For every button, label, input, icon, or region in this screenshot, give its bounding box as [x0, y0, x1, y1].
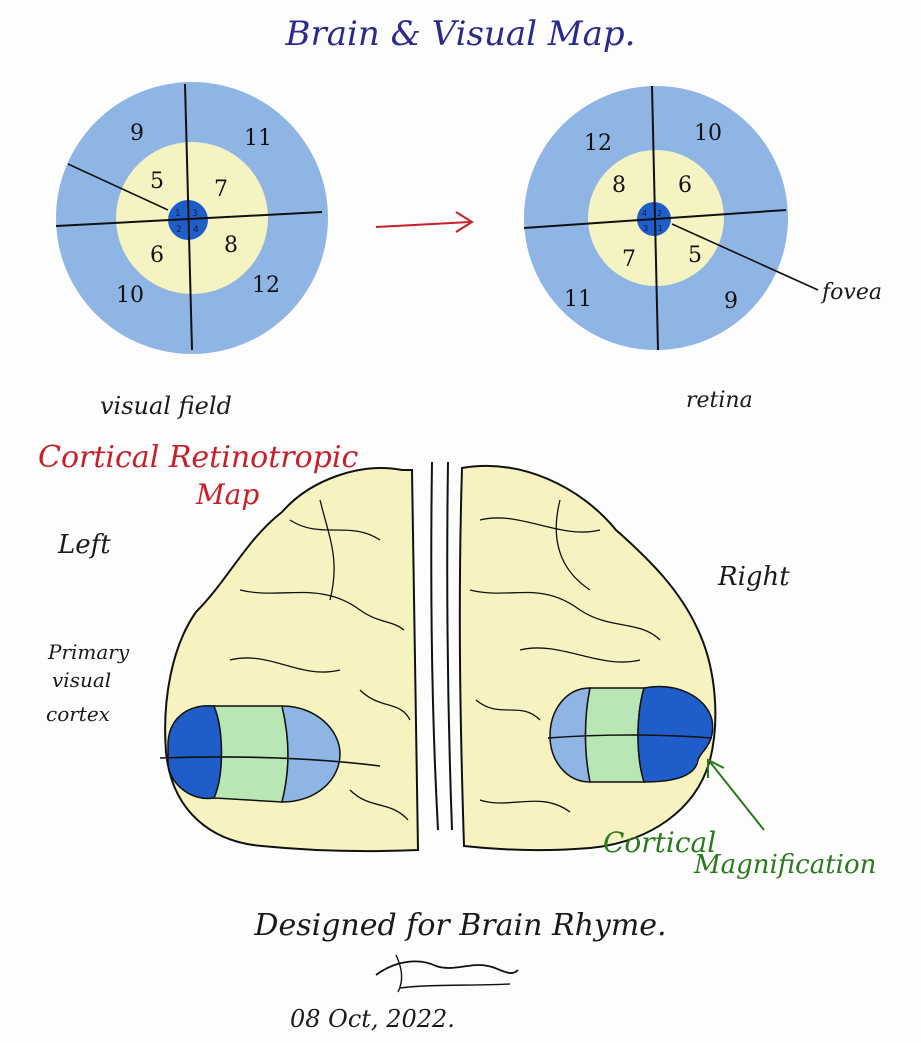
right-hemisphere-label: Right	[718, 562, 790, 592]
vf-label-outer-2: 10	[116, 283, 144, 308]
retina-caption: retina	[686, 388, 753, 413]
vf-label-inner-3: 4	[193, 225, 199, 235]
retina-label-outer-3: 9	[724, 289, 738, 314]
vf-label-inner-2: 2	[176, 225, 182, 235]
retina-label-outer-2: 11	[564, 287, 592, 312]
cortical-map-title-line1: Cortical Retinotropic	[38, 440, 358, 475]
date-line: 08 Oct, 2022.	[290, 1005, 455, 1033]
page-title: Brain & Visual Map.	[0, 14, 921, 54]
visual-field-caption: visual field	[100, 392, 232, 420]
credit-line: Designed for Brain Rhyme.	[0, 908, 921, 943]
signature	[376, 955, 518, 992]
vf-label-outer-3: 12	[252, 273, 280, 298]
cortical-magnification-label-line2: Magnification	[694, 850, 876, 880]
vf-label-inner-0: 1	[175, 209, 181, 219]
cortical-map-title-line2: Map	[196, 478, 259, 511]
retina-label-inner-2: 3	[643, 224, 648, 233]
vf-label-outer-0: 9	[130, 121, 144, 146]
fovea-label: fovea	[822, 280, 882, 305]
vf-label-mid-2: 6	[150, 243, 164, 268]
primary-visual-cortex-label-line1: Primary	[48, 640, 129, 664]
retina-label-outer-0: 12	[584, 131, 612, 156]
vf-label-mid-0: 5	[150, 169, 164, 194]
retina-label-inner-0: 4	[642, 209, 647, 218]
retina-label-inner-3: 1	[658, 224, 663, 233]
primary-visual-cortex-label-line3: cortex	[46, 702, 110, 726]
visual-field-diagram: 9 11 10 12 5 7 6 8 1 3 2 4	[56, 82, 328, 354]
magnification-arrow	[708, 760, 764, 830]
vf-label-outer-1: 11	[244, 126, 272, 151]
hemisphere-gap	[431, 462, 452, 830]
left-hemisphere-label: Left	[58, 530, 111, 560]
retina-label-outer-1: 10	[694, 121, 722, 146]
right-hemisphere	[460, 466, 716, 850]
primary-visual-cortex-label-line2: visual	[52, 668, 111, 692]
vf-label-mid-3: 8	[224, 233, 238, 258]
retina-label-mid-1: 6	[678, 173, 692, 198]
retina-label-mid-3: 5	[688, 243, 702, 268]
retina-diagram: 12 10 11 9 8 6 7 5 4 2 3 1	[524, 86, 818, 350]
mapping-arrow	[376, 212, 472, 232]
retina-label-inner-1: 2	[657, 209, 662, 218]
vf-label-mid-1: 7	[214, 177, 228, 202]
retina-label-mid-0: 8	[612, 173, 626, 198]
retina-label-mid-2: 7	[622, 247, 636, 272]
left-hemisphere	[160, 468, 418, 851]
vf-label-inner-1: 3	[192, 209, 198, 219]
